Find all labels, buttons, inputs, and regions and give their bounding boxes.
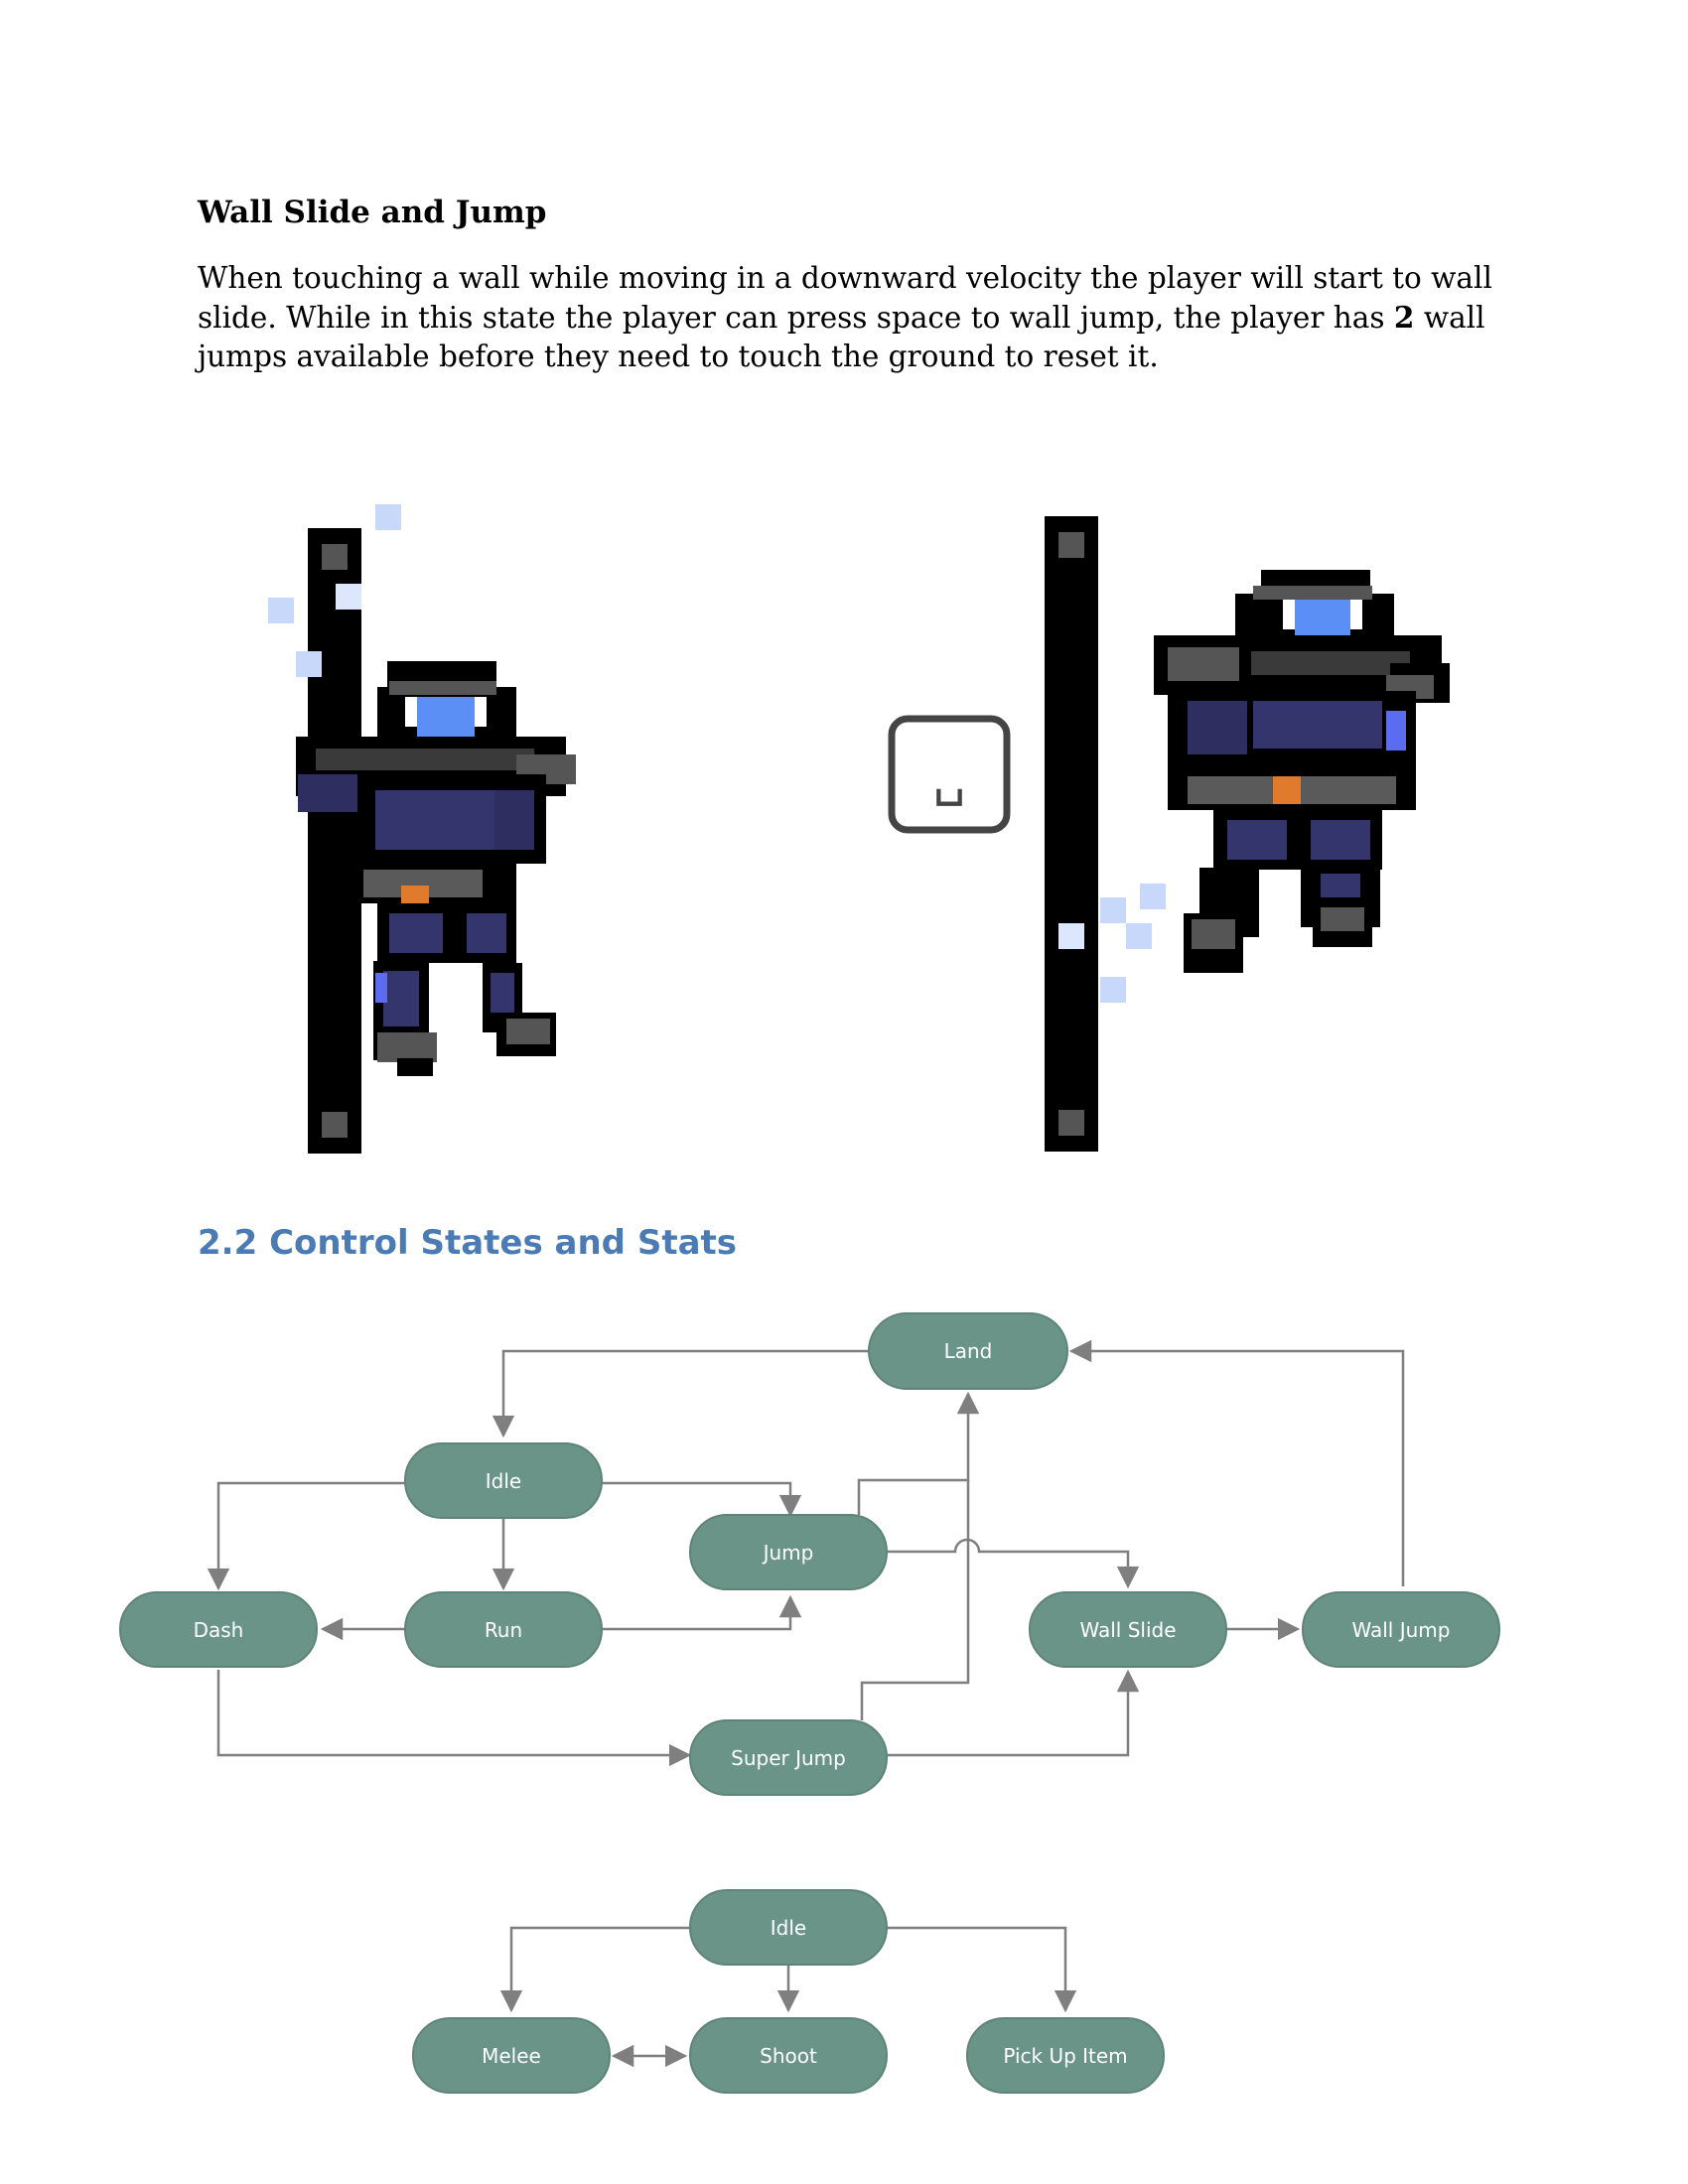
- subsection-heading: 2.2 Control States and Stats: [198, 1223, 738, 1263]
- space-key-glyph: ␣: [932, 748, 965, 807]
- dust-particle: [1140, 884, 1166, 909]
- edge-superjump-wallslide: [887, 1669, 1140, 1757]
- state-node-wall-jump: Wall Jump: [1302, 1591, 1500, 1668]
- action-node-melee: Melee: [412, 2017, 611, 2094]
- right-wall: [1045, 516, 1098, 1152]
- action-node-shoot: Shoot: [689, 2017, 888, 2094]
- state-node-wall-slide: Wall Slide: [1029, 1591, 1227, 1668]
- action-node-idle: Idle: [689, 1889, 888, 1966]
- state-node-idle: Idle: [404, 1442, 603, 1519]
- state-label: Run: [485, 1618, 522, 1642]
- dust-particle: [296, 651, 322, 677]
- state-label: Dash: [194, 1618, 244, 1642]
- dust-particle: [268, 598, 294, 623]
- edge-land-idle: [492, 1349, 869, 1438]
- state-label: Pick Up Item: [1003, 2044, 1127, 2068]
- edge-walljump-land: [1068, 1339, 1405, 1586]
- dust-particle: [1100, 897, 1126, 923]
- dust-particle: [1100, 977, 1126, 1003]
- section-heading: Wall Slide and Jump: [198, 195, 547, 230]
- action-node-pick-up-item: Pick Up Item: [966, 2017, 1165, 2094]
- wall-jump-count: 2: [1393, 300, 1415, 335]
- edge-jump-land: [857, 1391, 980, 1515]
- wall-jump-figure: [1045, 516, 1450, 1152]
- state-node-super-jump: Super Jump: [689, 1719, 888, 1796]
- wall-bolt: [322, 1112, 348, 1138]
- edge-superjump-land: [860, 1480, 970, 1720]
- state-label: Jump: [762, 1541, 814, 1565]
- dust-particle: [1126, 923, 1152, 949]
- state-label: Land: [944, 1339, 993, 1363]
- edge-run-jump: [602, 1594, 802, 1631]
- paragraph-text-start: When touching a wall while moving in a d…: [198, 261, 1492, 335]
- player-sprite-jumping: [1154, 570, 1450, 973]
- state-node-jump: Jump: [689, 1514, 888, 1590]
- dust-particle: [375, 504, 401, 530]
- movement-edges: [207, 1339, 1405, 1767]
- state-label: Idle: [771, 1916, 806, 1940]
- description-paragraph: When touching a wall while moving in a d…: [198, 259, 1498, 376]
- edge-idle-jump: [602, 1481, 802, 1518]
- wall-slide-figure: [268, 504, 576, 1154]
- state-node-dash: Dash: [119, 1591, 318, 1668]
- wall-bolt: [1058, 1110, 1084, 1136]
- state-label: Melee: [482, 2044, 541, 2068]
- left-wall: [308, 528, 361, 1154]
- edge-idle-dash: [207, 1481, 405, 1591]
- state-label: Wall Slide: [1079, 1618, 1176, 1642]
- action-edges: [499, 1926, 1077, 2068]
- state-label: Shoot: [760, 2044, 817, 2068]
- state-node-land: Land: [868, 1312, 1068, 1390]
- edge-idle-melee: [499, 1926, 690, 2013]
- dust-particle: [336, 584, 361, 610]
- edge-dash-superjump: [216, 1670, 692, 1767]
- edge-jump-wallslide: [887, 1538, 1140, 1589]
- paragraph-text-end: wall jumps available before they need to…: [198, 301, 1485, 373]
- wall-slide-jump-illustration: ␣: [268, 504, 1450, 1154]
- edge-idle-pickup: [887, 1926, 1077, 2013]
- state-label: Wall Jump: [1352, 1618, 1451, 1642]
- player-sprite-sliding: [296, 661, 576, 1076]
- state-node-run: Run: [404, 1591, 603, 1668]
- control-state-diagram: Land Idle Jump Dash Run Wall Slide Wall …: [119, 1312, 1500, 2094]
- state-label: Super Jump: [731, 1746, 846, 1770]
- wall-bolt: [322, 544, 348, 570]
- state-label: Idle: [486, 1469, 521, 1493]
- space-key: ␣: [888, 715, 1011, 834]
- wall-bolt: [1058, 532, 1084, 558]
- dust-particle: [1058, 923, 1084, 949]
